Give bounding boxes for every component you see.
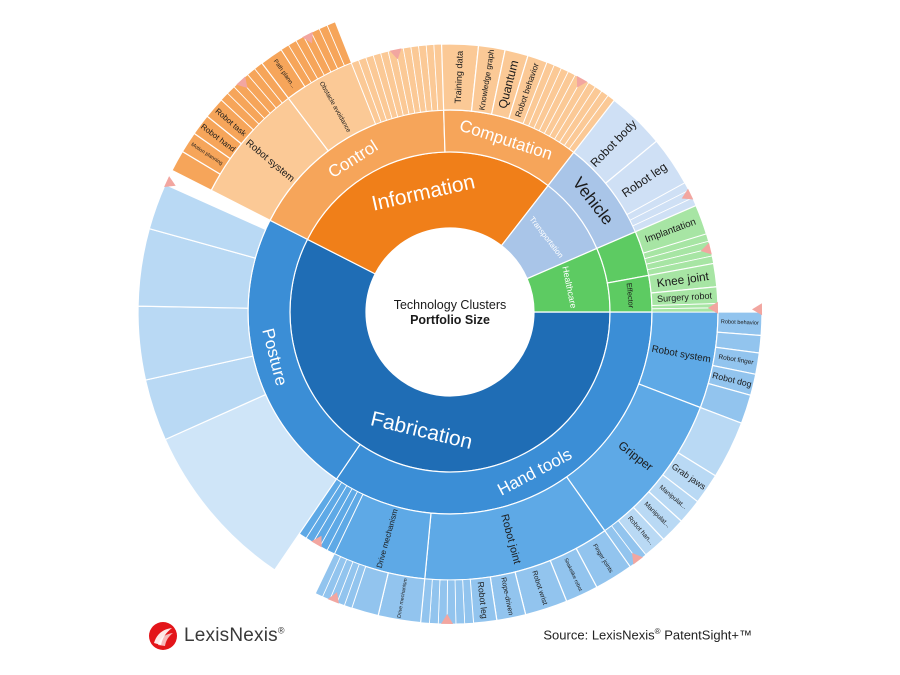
source-prefix: Source: [543,627,592,643]
lexisnexis-logo: LexisNexis® [148,621,285,651]
logo-text: LexisNexis [184,625,278,646]
overflow-marker-6 [389,48,402,60]
logo-emblem-icon [149,622,177,650]
logo-registered: ® [277,625,285,636]
segment-label-training-data: Training data [453,50,465,104]
overflow-marker-0 [632,552,643,565]
overflow-marker-1 [441,613,454,625]
overflow-marker-12 [751,303,763,316]
segment-label-effector: Effector [625,283,636,310]
overflow-markers [164,31,763,625]
overflow-marker-4 [236,76,248,88]
ring-level-3 [210,43,719,581]
source-note: Source: LexisNexis® PatentSight+™ [543,627,752,642]
center-title: Technology Clusters [394,298,507,312]
minor-segment[interactable] [326,21,352,67]
segment-label-robot-leg: Robot leg [476,581,490,619]
overflow-marker-10 [707,301,719,314]
overflow-marker-3 [311,535,322,548]
minor-segment[interactable] [651,307,719,313]
ring-level-4 [137,21,763,625]
source-registered: ® [654,627,661,636]
segment-label-surgery-robot: Surgery robot [657,290,713,303]
segment-robot-simulation-device[interactable] [148,183,267,259]
overflow-marker-5 [302,31,313,44]
overflow-marker-9 [700,242,712,255]
segment-label-robot-behavior: Robot behavior [721,319,759,326]
source-brand: LexisNexis [591,627,655,643]
overflow-marker-11 [164,176,176,187]
center-hole [366,228,534,396]
overflow-marker-7 [576,75,588,88]
overflow-marker-8 [681,188,694,200]
overflow-marker-2 [327,592,339,604]
logo-wordmark: LexisNexis® [184,625,285,647]
minor-segment[interactable] [314,553,342,598]
minor-segment[interactable] [454,579,466,625]
center-subtitle: Portfolio Size [410,313,490,327]
source-product: PatentSight+™ [660,627,752,643]
